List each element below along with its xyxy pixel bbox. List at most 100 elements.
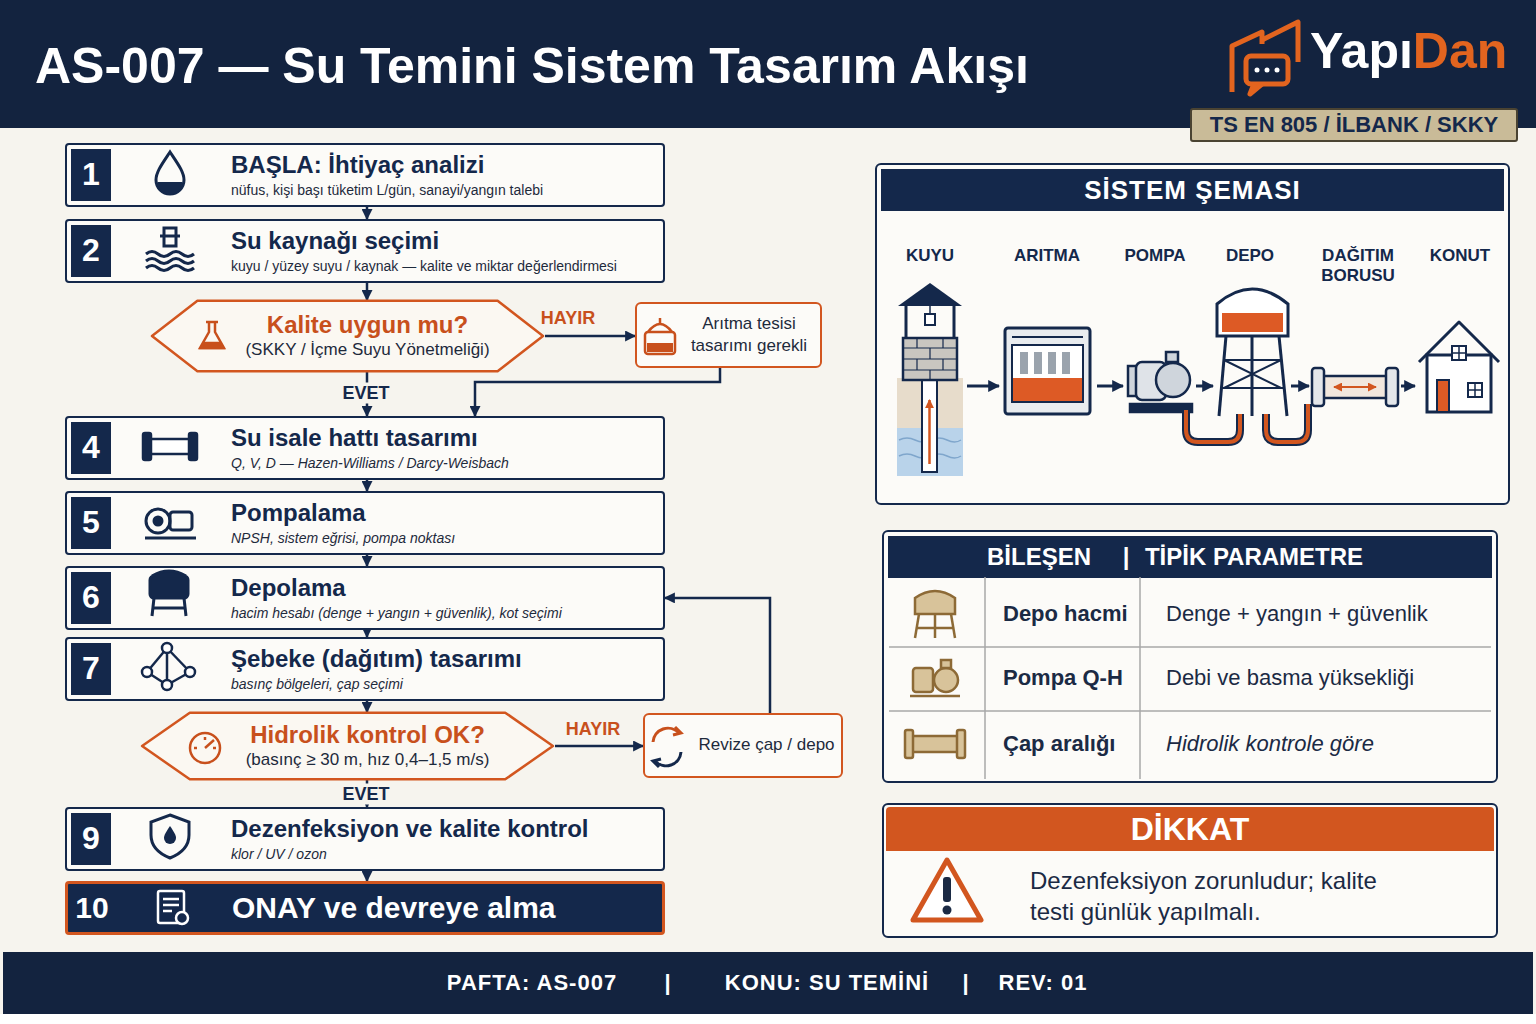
logo-text: Dan — [1413, 22, 1507, 80]
table-header: | — [1123, 543, 1130, 571]
flow-connector — [475, 368, 720, 416]
shield-icon — [151, 815, 189, 858]
flow-connector — [366, 555, 369, 566]
step-number: 9 — [71, 813, 111, 865]
tower-illustration — [1217, 289, 1288, 416]
step-title: Su isale hattı tasarımı — [231, 424, 654, 452]
footer-field: | — [664, 970, 671, 996]
badge-text: TS EN 805 / İLBANK / SKKY — [1210, 112, 1499, 138]
water-source-icon — [146, 228, 194, 271]
edge-label: EVET — [339, 383, 392, 404]
warning-title: DİKKAT — [1131, 811, 1250, 848]
decision-question: Kalite uygun mu? — [245, 311, 489, 340]
table-cell: Debi ve basma yüksekliği — [1166, 665, 1414, 691]
tank-icon — [150, 571, 188, 616]
decision-criteria: (SKKY / İçme Suyu Yönetmeliği) — [245, 339, 489, 361]
treatment-illustration — [1005, 328, 1090, 414]
table-header-band: BİLEŞEN | TİPİK PARAMETRE — [888, 536, 1492, 578]
step-number: 2 — [71, 225, 111, 277]
certificate-icon — [158, 891, 188, 924]
decision-question: Hidrolik kontrol OK? — [246, 721, 490, 750]
gauge-icon — [190, 733, 220, 763]
flow-connector — [366, 283, 369, 300]
step-title: Dezenfeksiyon ve kalite kontrol — [231, 815, 654, 843]
process-box: 5PompalamaNPSH, sistem eğrisi, pompa nok… — [65, 491, 665, 555]
flow-connector — [555, 745, 643, 748]
step-number: 10 — [72, 891, 112, 925]
panel-header-band: SİSTEM ŞEMASI — [881, 169, 1504, 211]
step-number: 4 — [71, 422, 111, 474]
revise-icon — [653, 727, 681, 767]
step-number: 1 — [71, 149, 111, 201]
flow-connector — [366, 207, 369, 219]
schematic-panel: SİSTEM ŞEMASI — [875, 163, 1510, 505]
footer-band: PAFTA: AS-007|KONU: SU TEMİNİ|REV: 01 — [3, 952, 1533, 1014]
process-box: 9 Dezenfeksiyon ve kalite kontrol klor / U… — [65, 807, 665, 871]
logo-icon — [1232, 22, 1298, 94]
edge-label: HAYIR — [538, 308, 598, 329]
stage-label: ARITMA — [1014, 246, 1080, 266]
decision-diamond: Kalite uygun mu?(SKKY / İçme Suyu Yönetm… — [150, 300, 545, 372]
step-title: Şebeke (dağıtım) tasarımı — [231, 645, 654, 673]
logo-text: Yapı — [1310, 22, 1413, 80]
stage-label: DEPO — [1226, 246, 1274, 266]
decision-diamond: Hidrolik kontrol OK?(basınç ≥ 30 m, hız … — [140, 712, 555, 780]
flow-arrows — [967, 385, 1415, 388]
step-detail: Q, V, D — Hazen-Williams / Darcy-Weisbac… — [231, 454, 654, 472]
process-box: 6 Depolama hacim hesabı (denge + yangın + … — [65, 566, 665, 630]
treatment-icon — [645, 318, 675, 354]
network-icon — [142, 643, 195, 690]
step-detail: hacim hesabı (denge + yangın + güvenlik)… — [231, 604, 654, 622]
step-number: 7 — [71, 643, 111, 695]
drop-icon — [156, 152, 184, 195]
step-title: BAŞLA: İhtiyaç analizi — [231, 151, 654, 179]
flow-connector — [366, 630, 369, 637]
table-header: TİPİK PARAMETRE — [1145, 543, 1363, 571]
step-number: 6 — [71, 572, 111, 624]
step-title: Su kaynağı seçimi — [231, 227, 654, 255]
footer-field: REV: 01 — [999, 970, 1088, 996]
distribution-pipe-illustration — [1312, 368, 1398, 406]
table-pump-icon — [910, 660, 960, 696]
warning-header-band: DİKKAT — [886, 807, 1494, 851]
table-tank-icon — [915, 591, 955, 638]
edge-label: EVET — [339, 784, 392, 805]
step-detail: klor / UV / ozon — [231, 845, 654, 863]
footer-field: PAFTA: AS-007 — [447, 970, 617, 996]
flow-connector — [545, 335, 635, 338]
step-number: 5 — [71, 497, 111, 549]
bottom-margin — [0, 1014, 1536, 1024]
table-grid — [889, 577, 1491, 779]
step-title: ONAY ve devreye alma — [232, 891, 655, 926]
pipe-link — [1186, 404, 1308, 442]
standards-badge: TS EN 805 / İLBANK / SKKY — [1190, 108, 1518, 142]
side-box-text: Revize çap / depo — [695, 734, 838, 756]
decision-criteria: (basınç ≥ 30 m, hız 0,4–1,5 m/s) — [246, 749, 490, 771]
process-box: 7 Şebeke (dağıtım) tasarımı basınç bölgele… — [65, 637, 665, 701]
table-cell: Denge + yangın + güvenlik — [1166, 601, 1428, 627]
step-detail: basınç bölgeleri, çap seçimi — [231, 675, 654, 693]
page-title: AS-007 — Su Temini Sistem Tasarım Akışı — [35, 37, 1029, 95]
final-box: 10 ONAY ve devreye alma — [65, 881, 665, 935]
stage-label: KONUT — [1430, 246, 1490, 266]
side-box-text: Arıtma tesisi tasarımı gerekli — [683, 313, 815, 357]
pump-icon — [145, 509, 196, 538]
step-title: Depolama — [231, 574, 654, 602]
process-box: 4 Su isale hattı tasarımı Q, V, D — Hazen-… — [65, 416, 665, 480]
step-detail: nüfus, kişi başı tüketim L/gün, sanayi/y… — [231, 181, 654, 199]
warning-text: Dezenfeksiyon zorunludur; kalite testi g… — [1030, 865, 1390, 927]
table-header: BİLEŞEN — [987, 543, 1091, 571]
flow-connector — [366, 480, 369, 491]
flow-connector — [366, 871, 369, 881]
flask-icon — [200, 322, 224, 348]
process-box: 2Su kaynağı seçimikuyu / yüzey suyu / ka… — [65, 219, 665, 283]
table-pipe-icon — [905, 730, 965, 758]
warning-panel: DİKKAT Dezenfeksiyon zorunludur; kalite t… — [882, 803, 1498, 938]
flow-connector — [366, 701, 369, 712]
footer-field: | — [962, 970, 969, 996]
side-box: Revize çap / depo — [643, 713, 843, 778]
well-illustration — [897, 283, 963, 476]
pipe-icon — [143, 433, 197, 460]
table-cell: Çap aralığı — [1003, 731, 1115, 757]
stage-label: POMPA — [1124, 246, 1185, 266]
